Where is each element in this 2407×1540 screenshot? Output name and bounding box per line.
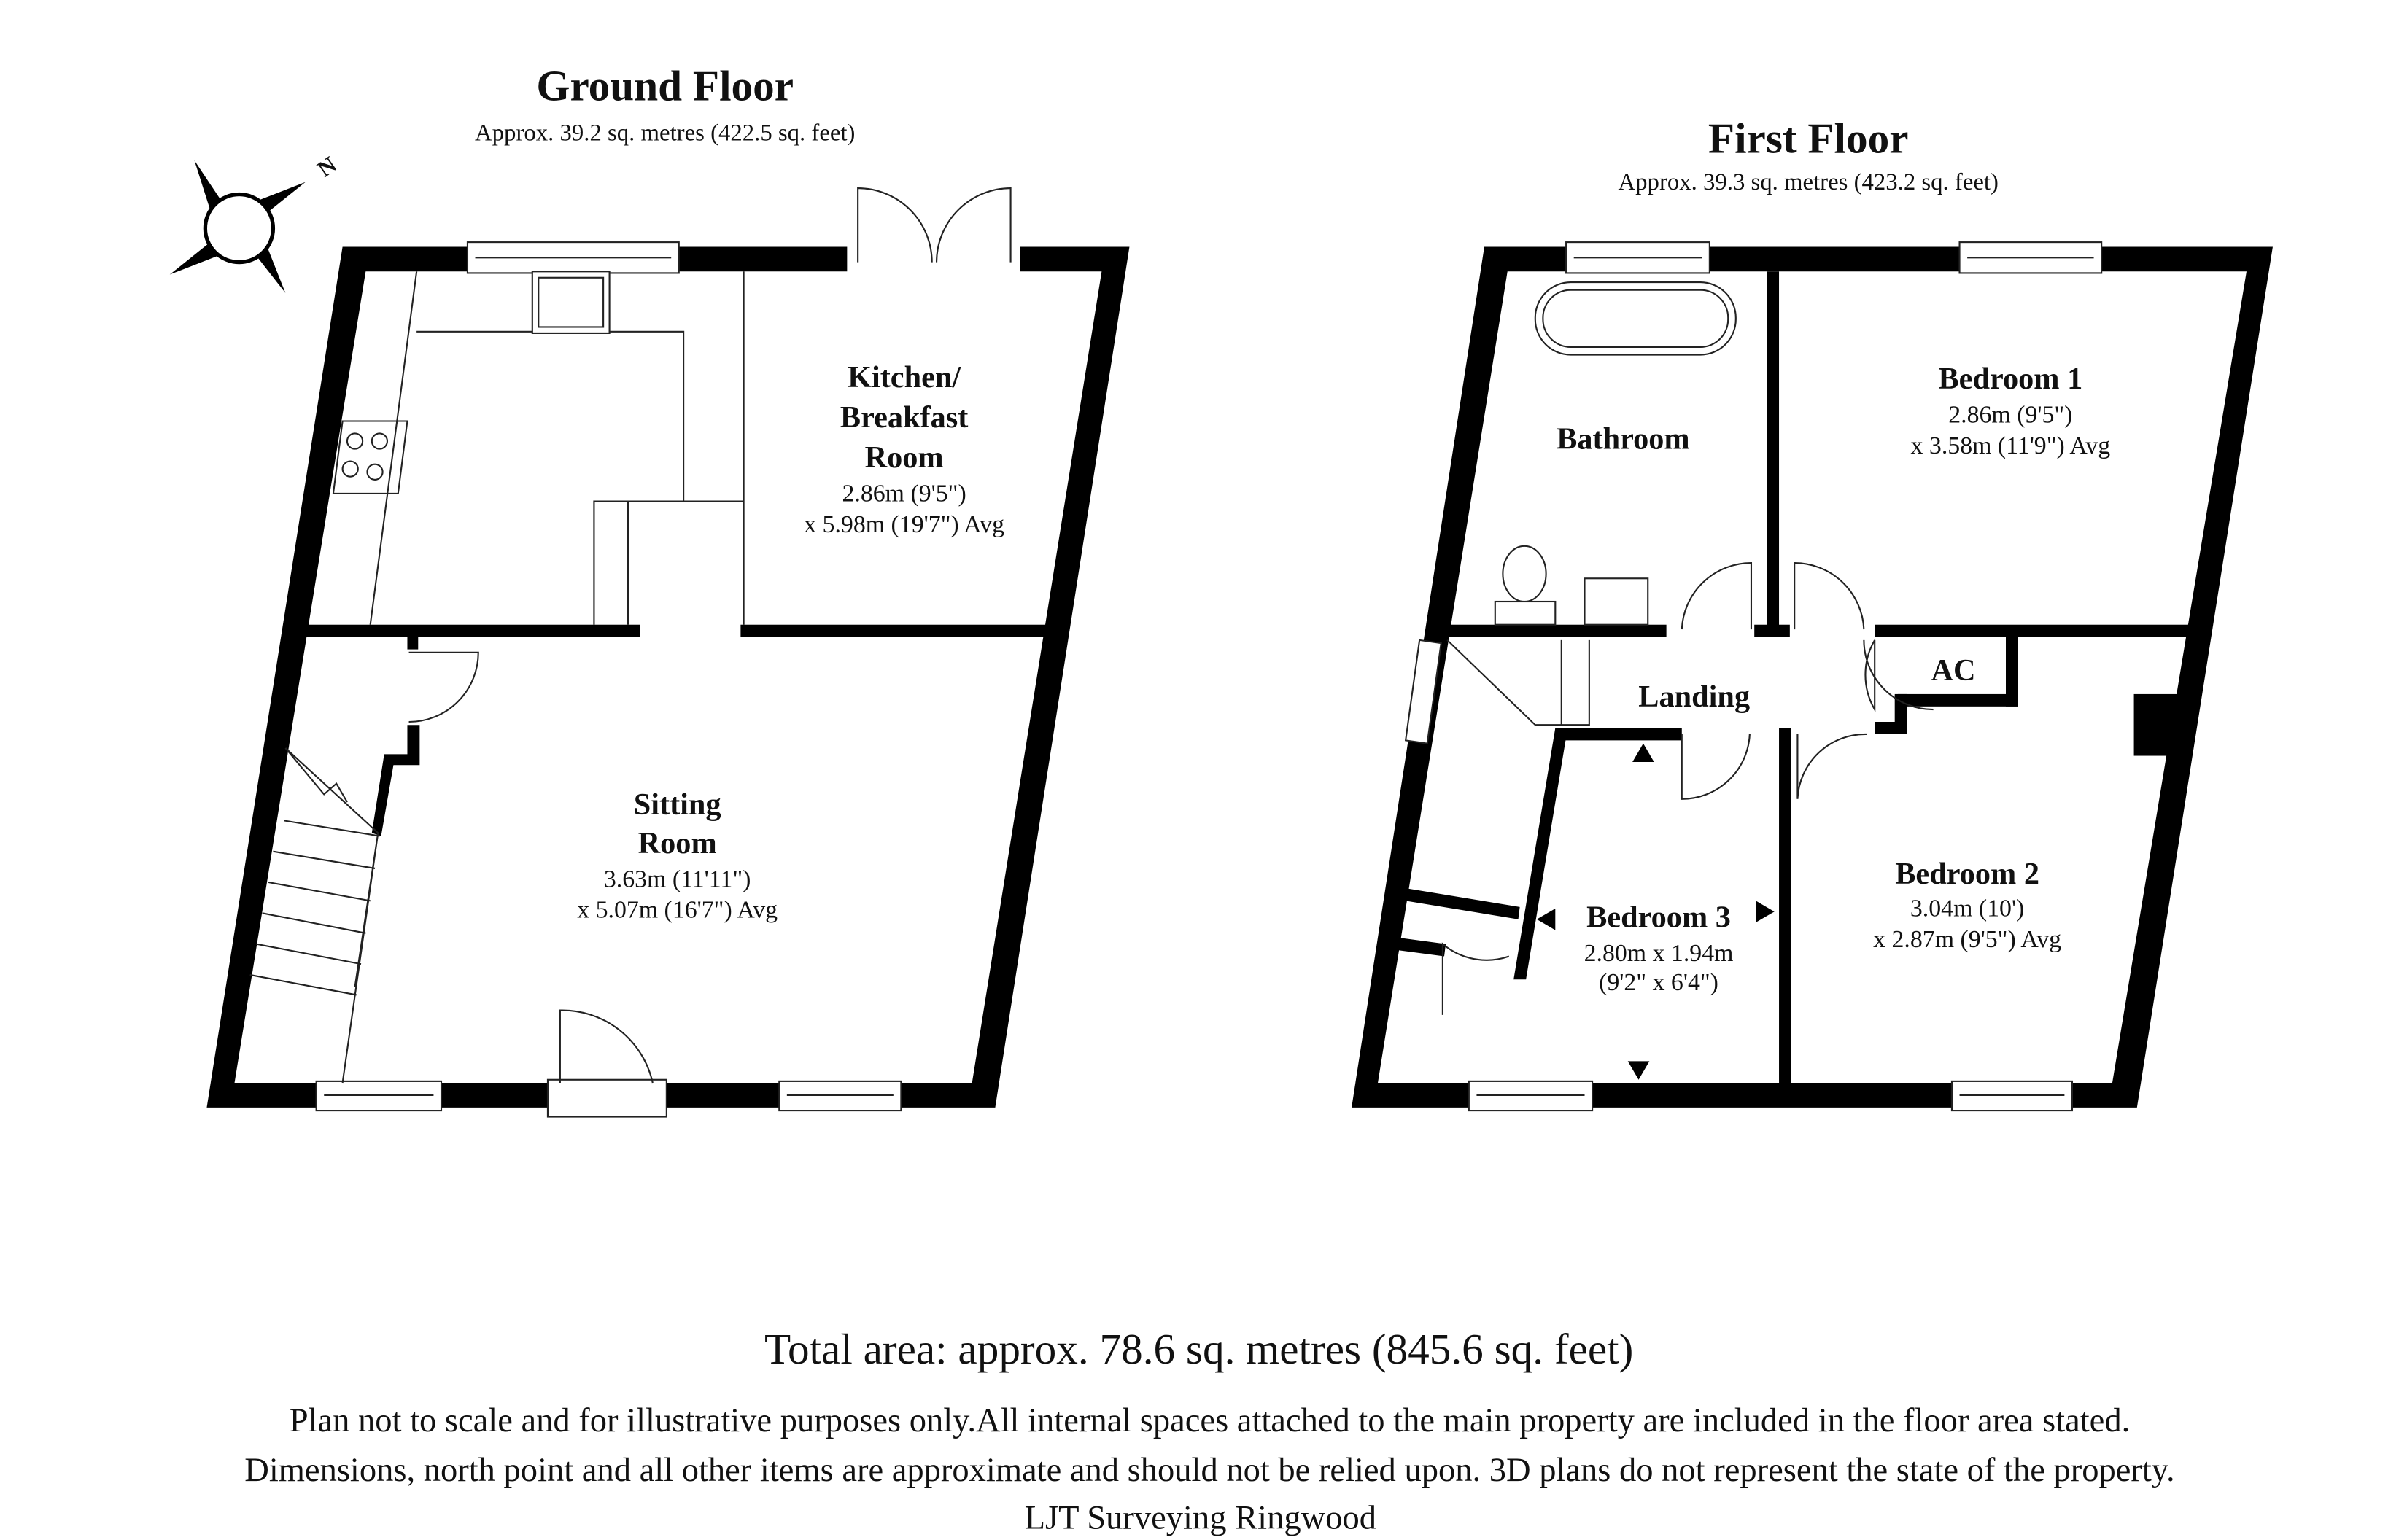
hob-icon — [332, 420, 408, 494]
chimney-breast — [2133, 693, 2177, 756]
room-label-bathroom: Bathroom — [1557, 422, 1690, 456]
sink-icon — [531, 271, 611, 334]
arrow-up-icon — [1632, 743, 1654, 762]
staircase — [249, 747, 380, 1084]
room-dim-bedroom1: 2.86m (9'5") — [1948, 402, 2072, 429]
ground-floor-area: Approx. 39.2 sq. metres (422.5 sq. feet) — [475, 120, 855, 146]
ground-floor-plan: Kitchen/ Breakfast Room 2.86m (9'5") x 5… — [206, 187, 1130, 1118]
room-label-landing: Landing — [1638, 680, 1750, 714]
room-dim-kitchen: x 5.98m (19'7") Avg — [804, 511, 1004, 538]
arrow-right-icon — [1756, 901, 1775, 922]
room-label-ac: AC — [1931, 653, 1976, 688]
first-floor-title: First Floor — [1708, 114, 1909, 162]
room-label-bedroom1: Bedroom 1 — [1938, 362, 2082, 396]
room-dim-bedroom3: 2.80m x 1.94m — [1584, 940, 1734, 967]
north-label: N — [313, 152, 341, 182]
window — [1404, 639, 1442, 744]
room-dim-sitting: 3.63m (11'11") — [604, 866, 751, 892]
first-floor-area: Approx. 39.3 sq. metres (423.2 sq. feet) — [1619, 169, 1999, 195]
bath-icon — [1534, 281, 1737, 356]
french-doors — [847, 237, 1020, 278]
arrow-down-icon — [1627, 1061, 1650, 1080]
arrow-left-icon — [1536, 908, 1556, 930]
room-dim-bedroom1: x 3.58m (11'9") Avg — [1911, 432, 2111, 459]
toilet-icon — [1502, 545, 1547, 603]
room-label-bedroom3: Bedroom 3 — [1586, 900, 1731, 934]
total-area: Total area: approx. 78.6 sq. metres (845… — [764, 1325, 1633, 1373]
basin-icon — [1584, 578, 1649, 626]
external-walls — [1352, 246, 2273, 1108]
room-label-bedroom2: Bedroom 2 — [1895, 857, 2039, 891]
room-label-sitting: Sitting — [634, 788, 721, 822]
room-label-kitchen: Breakfast — [840, 400, 968, 435]
room-dim-bedroom2: 3.04m (10') — [1910, 895, 2024, 922]
room-dim-bedroom2: x 2.87m (9'5") Avg — [1873, 926, 2061, 953]
room-dim-sitting: x 5.07m (16'7") Avg — [577, 897, 778, 924]
room-label-sitting: Room — [638, 826, 717, 860]
room-label-kitchen: Room — [865, 440, 944, 475]
room-label-kitchen: Kitchen/ — [848, 360, 961, 394]
ground-floor-title: Ground Floor — [536, 61, 794, 109]
front-door — [546, 1078, 667, 1118]
room-dim-bedroom3: (9'2" x 6'4") — [1599, 969, 1718, 996]
first-floor-plan: Bathroom Bedroom 1 2.86m (9'5") x 3.58m … — [1352, 241, 2273, 1112]
disclaimer-line-2: Dimensions, north point and all other it… — [244, 1452, 2174, 1489]
compass-icon: N — [169, 152, 341, 293]
room-dim-kitchen: 2.86m (9'5") — [842, 480, 966, 507]
disclaimer-line-1: Plan not to scale and for illustrative p… — [290, 1402, 2131, 1439]
surveyor-credit: LJT Surveying Ringwood — [1025, 1499, 1376, 1536]
external-walls — [206, 246, 1130, 1108]
